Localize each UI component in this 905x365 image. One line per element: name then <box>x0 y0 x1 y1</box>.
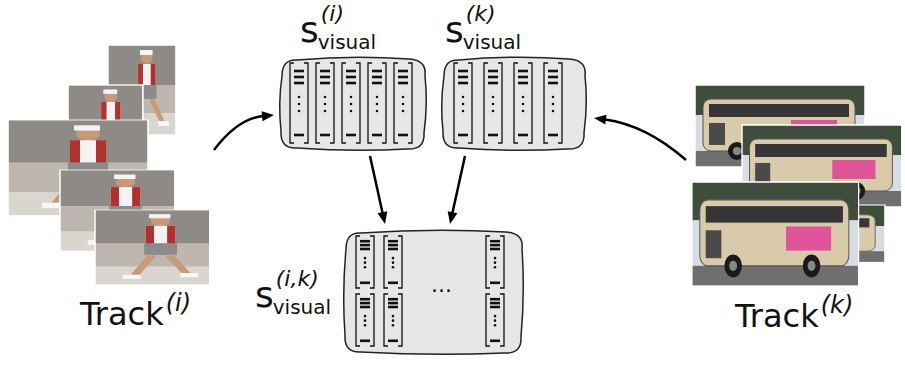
vector-symbol <box>342 63 360 143</box>
superscript-index: (i,k) <box>276 266 319 292</box>
superscript-index: (k) <box>466 1 496 27</box>
superscript-index: (i) <box>321 1 344 27</box>
superscript-index: (k) <box>821 291 854 320</box>
vector-symbol <box>368 63 386 143</box>
pedestrian-frames <box>8 45 210 285</box>
vector-symbol <box>486 236 504 288</box>
blob-outline <box>344 230 524 354</box>
vector-symbol <box>514 63 532 143</box>
vector-symbol <box>454 63 472 143</box>
set-symbol: s <box>300 8 319 51</box>
track-node: Track(i) <box>5 42 210 360</box>
vector-symbol <box>484 63 502 143</box>
subscript-label: visual <box>273 295 331 319</box>
vector-symbol <box>384 236 402 288</box>
vector-symbol <box>316 63 334 143</box>
bus-frames <box>692 85 902 286</box>
subscript-label: visual <box>463 30 521 54</box>
superscript-index: (i) <box>166 289 191 318</box>
track-label: Track <box>80 295 164 333</box>
connector-arrow <box>214 111 274 150</box>
subscript-label: visual <box>318 30 376 54</box>
connector-arrow <box>370 156 387 224</box>
vector-symbol <box>356 236 374 288</box>
set-symbol: s <box>255 273 274 316</box>
track-label: Track <box>735 297 819 335</box>
vector-symbol <box>544 63 562 143</box>
feature-set-node: s(i) visual <box>278 0 428 152</box>
feature-blob <box>440 55 588 152</box>
vector-symbol <box>356 294 374 346</box>
blob-outline <box>280 57 427 150</box>
ellipsis-label: ... <box>431 272 452 298</box>
feature-blob <box>278 55 428 152</box>
vector-symbol <box>486 294 504 346</box>
feature-set-node: s(k) visual <box>440 0 590 152</box>
blob-outline <box>442 57 587 150</box>
vector-symbol <box>394 63 412 143</box>
track-node: Track(k) <box>690 85 903 360</box>
connector-arrow <box>448 156 465 224</box>
vector-symbol <box>290 63 308 143</box>
vector-symbol <box>384 294 402 346</box>
connector-arrow <box>594 115 686 160</box>
set-symbol: s <box>445 8 464 51</box>
feature-set-node: s(i,k) visual... <box>255 228 525 356</box>
